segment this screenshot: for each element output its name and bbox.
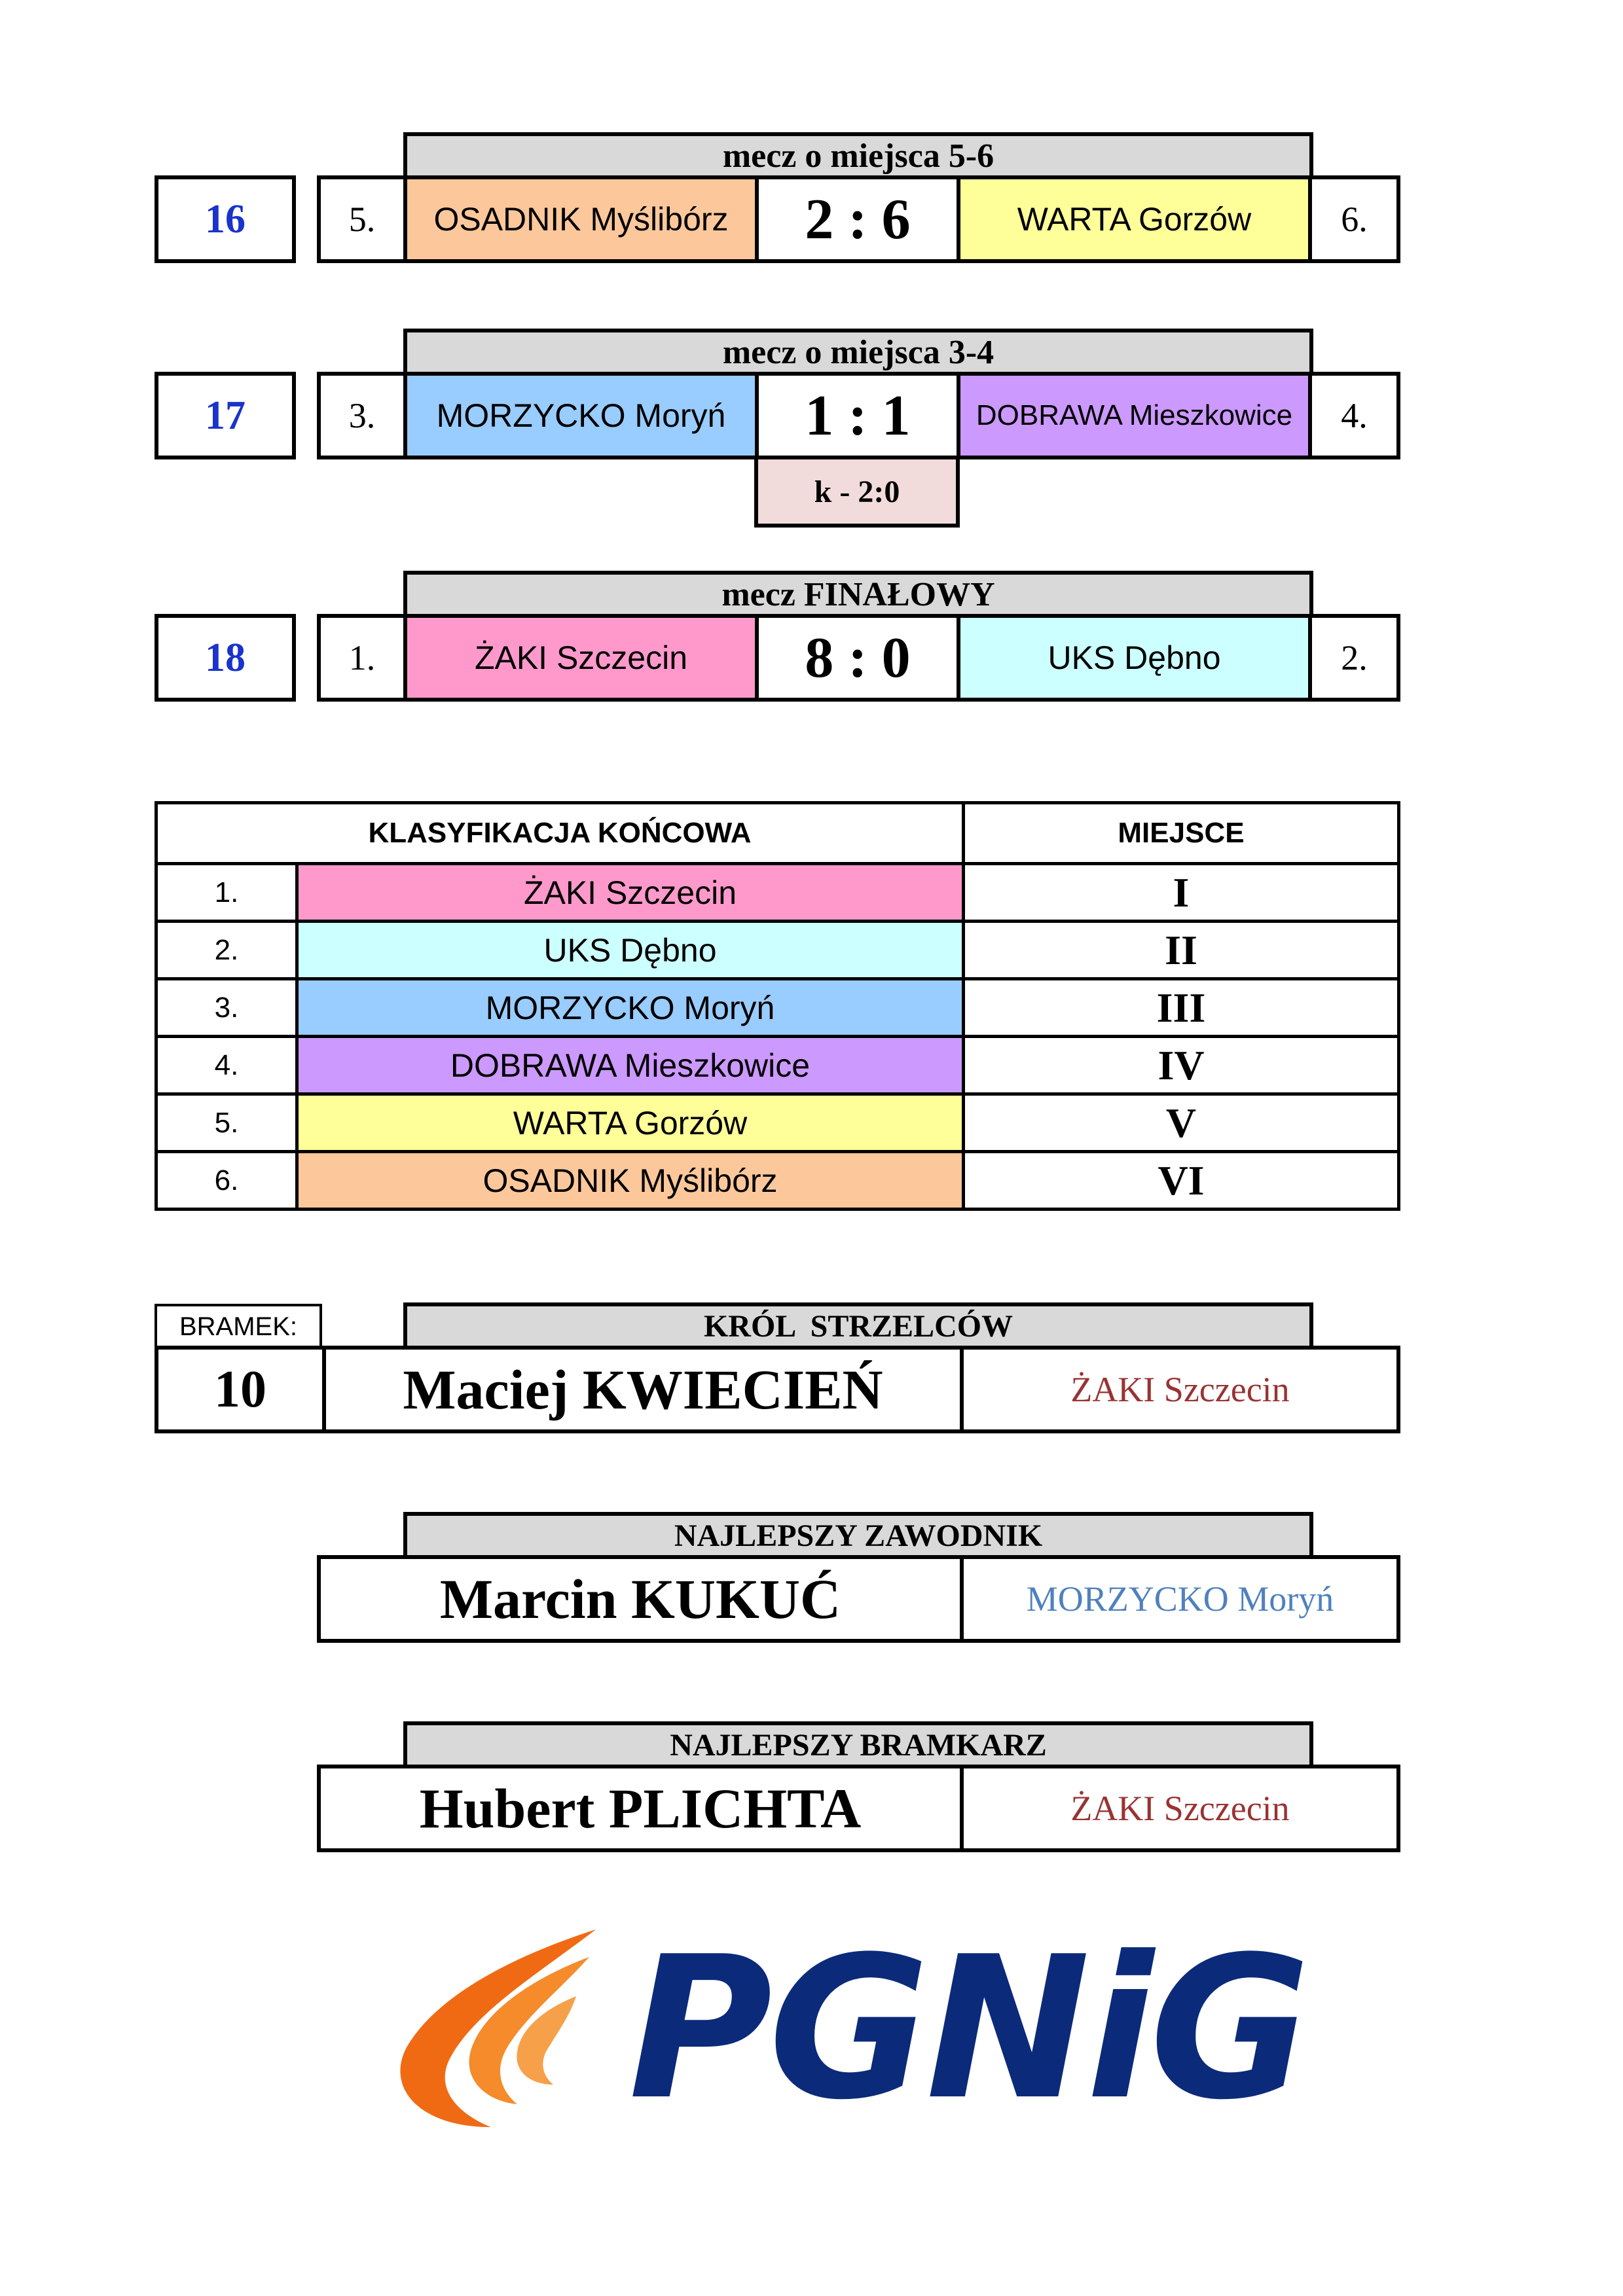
left-place: 5. <box>348 200 376 239</box>
table-row: 5. WARTA Gorzów V <box>155 1092 1400 1153</box>
row-position: 1. <box>155 862 299 923</box>
match-header-text: mecz o miejsca 3-4 <box>722 333 994 371</box>
award-header-text: NAJLEPSZY ZAWODNIK <box>674 1518 1043 1553</box>
player-team: ŻAKI Szczecin <box>960 1350 1396 1429</box>
row-position: 2. <box>155 920 299 980</box>
row-place: V <box>962 1092 1400 1153</box>
award-header-text: KRÓL STRZELCÓW <box>703 1308 1013 1344</box>
match-number: 17 <box>155 372 296 459</box>
match-number-text: 16 <box>205 196 246 242</box>
row-place: IV <box>962 1035 1400 1096</box>
right-team: UKS Dębno <box>957 618 1308 698</box>
row-place: I <box>962 862 1400 923</box>
table-row: 6. OSADNIK Myślibórz VI <box>155 1150 1400 1211</box>
right-place: 6. <box>1308 179 1396 259</box>
table-row: 2. UKS Dębno II <box>155 920 1400 980</box>
match-number-text: 17 <box>205 393 246 438</box>
match-number-text: 18 <box>205 635 246 680</box>
goals-label: BRAMEK: <box>155 1304 322 1350</box>
row-team: WARTA Gorzów <box>295 1092 965 1153</box>
left-team: OSADNIK Myślibórz <box>403 179 755 259</box>
row-position: 5. <box>155 1092 299 1153</box>
score: 2 : 6 <box>755 179 957 259</box>
match-row: 3. MORZYCKO Moryń 1 : 1 DOBRAWA Mieszkow… <box>317 372 1400 459</box>
row-place: VI <box>962 1150 1400 1211</box>
match-row: 1. ŻAKI Szczecin 8 : 0 UKS Dębno 2. <box>317 614 1400 702</box>
classification-header: KLASYFIKACJA KOŃCOWA <box>155 801 965 865</box>
best-goalkeeper-row: Hubert PLICHTA ŻAKI Szczecin <box>317 1765 1400 1852</box>
table-row: 4. DOBRAWA Mieszkowice IV <box>155 1035 1400 1096</box>
right-place: 2. <box>1308 618 1396 698</box>
player-team: ŻAKI Szczecin <box>960 1768 1396 1848</box>
row-team: DOBRAWA Mieszkowice <box>295 1035 965 1096</box>
table-row: 1. ŻAKI Szczecin I <box>155 862 1400 923</box>
player-team: MORZYCKO Moryń <box>960 1559 1396 1639</box>
match-header-text: mecz o miejsca 5-6 <box>722 137 994 175</box>
row-place: III <box>962 977 1400 1038</box>
flame-icon <box>400 1929 596 2127</box>
match-header: mecz o miejsca 5-6 <box>403 132 1313 179</box>
top-scorer-row: 10 Maciej KWIECIEŃ ŻAKI Szczecin <box>155 1346 1400 1433</box>
award-header: NAJLEPSZY BRAMKARZ <box>403 1721 1313 1768</box>
logo-text: PGNiG <box>629 1914 1311 2143</box>
row-place: II <box>962 920 1400 980</box>
table-header-row: KLASYFIKACJA KOŃCOWA MIEJSCE <box>155 801 1400 865</box>
row-team: UKS Dębno <box>295 920 965 980</box>
award-header-text: NAJLEPSZY BRAMKARZ <box>670 1727 1047 1763</box>
row-position: 3. <box>155 977 299 1038</box>
score: 8 : 0 <box>755 618 957 698</box>
match-number: 18 <box>155 614 296 702</box>
goals-count: 10 <box>214 1360 266 1418</box>
left-team: MORZYCKO Moryń <box>403 376 755 456</box>
match-row: 5. OSADNIK Myślibórz 2 : 6 WARTA Gorzów … <box>317 175 1400 263</box>
right-team: DOBRAWA Mieszkowice <box>957 376 1308 456</box>
score: 1 : 1 <box>755 376 957 456</box>
row-team: MORZYCKO Moryń <box>295 977 965 1038</box>
match-header-text: mecz FINAŁOWY <box>721 575 995 613</box>
row-position: 4. <box>155 1035 299 1096</box>
right-team: WARTA Gorzów <box>957 179 1308 259</box>
match-header: mecz FINAŁOWY <box>403 571 1313 618</box>
row-position: 6. <box>155 1150 299 1211</box>
match-number: 16 <box>155 175 296 263</box>
classification-table: KLASYFIKACJA KOŃCOWA MIEJSCE 1. ŻAKI Szc… <box>155 801 1400 1211</box>
left-place: 1. <box>348 638 376 677</box>
penalty-score: k - 2:0 <box>754 456 960 528</box>
award-header: NAJLEPSZY ZAWODNIK <box>403 1512 1313 1559</box>
left-place: 3. <box>348 396 376 435</box>
row-team: OSADNIK Myślibórz <box>295 1150 965 1211</box>
left-team: ŻAKI Szczecin <box>403 618 755 698</box>
match-header: mecz o miejsca 3-4 <box>403 329 1313 376</box>
player-name: Marcin KUKUĆ <box>439 1568 841 1630</box>
right-place: 4. <box>1308 376 1396 456</box>
pgnig-logo: PGNiG <box>380 1918 1311 2140</box>
player-name: Maciej KWIECIEŃ <box>322 1350 960 1429</box>
table-row: 3. MORZYCKO Moryń III <box>155 977 1400 1038</box>
place-header: MIEJSCE <box>962 801 1400 865</box>
row-team: ŻAKI Szczecin <box>295 862 965 923</box>
player-name: Hubert PLICHTA <box>419 1777 862 1840</box>
award-header: KRÓL STRZELCÓW <box>403 1302 1313 1350</box>
best-player-row: Marcin KUKUĆ MORZYCKO Moryń <box>317 1555 1400 1643</box>
